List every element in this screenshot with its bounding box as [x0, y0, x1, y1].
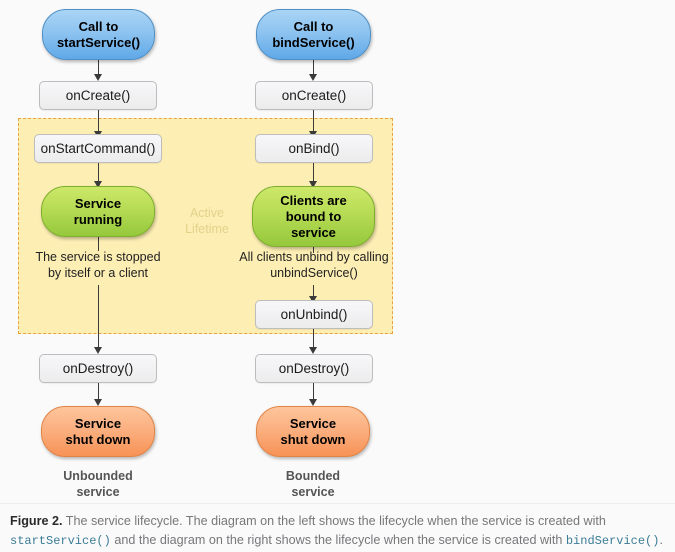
- right-on-create-label: onCreate(): [281, 88, 347, 103]
- left-stop-note: The service is stopped by itself or a cl…: [18, 249, 178, 281]
- connector-left-4a: [98, 237, 100, 251]
- left-on-start-command-label: onStartCommand(): [40, 141, 156, 156]
- right-on-bind-label: onBind(): [288, 141, 340, 156]
- active-lifetime-line-1: Active: [189, 206, 225, 220]
- left-terminal-line-2: service: [76, 485, 120, 499]
- arrowhead-right-4: [309, 296, 317, 303]
- left-start-line-1: Call to: [78, 18, 119, 34]
- right-bound-line-2: bound to: [285, 208, 342, 224]
- left-shutdown-line-2: shut down: [65, 431, 131, 447]
- figure-text-2: and the diagram on the right shows the l…: [114, 533, 563, 547]
- left-running-line-2: running: [73, 211, 123, 227]
- right-shutdown-line-1: Service: [289, 415, 337, 431]
- right-start-line-2: bindService(): [272, 34, 355, 50]
- left-stop-note-line-1: The service is stopped: [35, 250, 161, 264]
- left-start-node: Call to startService(): [42, 9, 155, 60]
- left-on-destroy-node: onDestroy(): [39, 354, 157, 383]
- arrowhead-left-3: [94, 181, 102, 188]
- figure-text-3: .: [659, 533, 663, 547]
- left-service-shutdown-node: Service shut down: [41, 406, 155, 457]
- left-service-running-node: Service running: [41, 186, 155, 237]
- connector-left-3: [98, 163, 100, 183]
- connector-left-2: [98, 110, 100, 133]
- connector-left-4b: [98, 285, 100, 349]
- connector-left-5: [98, 383, 100, 401]
- arrowhead-left-4: [94, 347, 102, 354]
- arrowhead-right-6: [309, 399, 317, 406]
- figure-caption: Figure 2. The service lifecycle. The dia…: [0, 503, 675, 552]
- left-on-start-command-node: onStartCommand(): [34, 134, 162, 163]
- active-lifetime-label: Active Lifetime: [172, 205, 242, 237]
- right-bound-line-1: Clients are: [280, 192, 347, 208]
- connector-right-4a: [313, 247, 315, 253]
- arrowhead-right-3: [309, 181, 317, 188]
- right-start-line-1: Call to: [293, 18, 334, 34]
- arrowhead-right-5: [309, 347, 317, 354]
- connector-right-2: [313, 110, 315, 133]
- right-service-shutdown-node: Service shut down: [256, 406, 370, 457]
- left-on-destroy-label: onDestroy(): [62, 361, 134, 376]
- left-on-create-label: onCreate(): [65, 88, 131, 103]
- arrowhead-left-1: [94, 74, 102, 81]
- active-lifetime-line-2: Lifetime: [185, 222, 229, 236]
- right-on-unbind-label: onUnbind(): [280, 307, 348, 322]
- left-on-create-node: onCreate(): [39, 81, 157, 110]
- right-on-bind-node: onBind(): [255, 134, 373, 163]
- connector-right-5: [313, 329, 315, 349]
- left-stop-note-line-2: by itself or a client: [47, 266, 149, 280]
- service-lifecycle-diagram: Active Lifetime Call to startService() o…: [18, 9, 400, 500]
- connector-right-6: [313, 383, 315, 401]
- arrowhead-right-1: [309, 74, 317, 81]
- left-terminal-label: Unbounded service: [38, 468, 158, 500]
- right-on-create-node: onCreate(): [255, 81, 373, 110]
- right-on-destroy-node: onDestroy(): [255, 354, 373, 383]
- figure-code-bind-service: bindService(): [565, 534, 660, 548]
- connector-right-3: [313, 163, 315, 183]
- figure-text-1: The service lifecycle. The diagram on th…: [65, 514, 606, 528]
- figure-code-start-service: startService(): [10, 534, 111, 548]
- right-clients-bound-node: Clients are bound to service: [252, 186, 375, 247]
- right-terminal-line-1: Bounded: [285, 469, 341, 483]
- figure-number: Figure 2.: [10, 514, 63, 528]
- right-unbind-note: All clients unbind by calling unbindServ…: [228, 249, 400, 281]
- connector-right-4b: [313, 285, 315, 298]
- left-shutdown-line-1: Service: [74, 415, 122, 431]
- left-terminal-line-1: Unbounded: [63, 469, 133, 483]
- right-shutdown-line-2: shut down: [280, 431, 346, 447]
- right-on-destroy-label: onDestroy(): [278, 361, 350, 376]
- right-on-unbind-node: onUnbind(): [255, 300, 373, 329]
- left-start-line-2: startService(): [56, 34, 141, 50]
- connector-left-1: [98, 60, 100, 76]
- left-running-line-1: Service: [74, 195, 122, 211]
- right-terminal-line-2: service: [291, 485, 335, 499]
- right-bound-line-3: service: [291, 224, 336, 240]
- connector-right-1: [313, 60, 315, 76]
- right-unbind-note-line-1: All clients unbind by calling: [239, 250, 389, 264]
- right-terminal-label: Bounded service: [253, 468, 373, 500]
- arrowhead-left-5: [94, 399, 102, 406]
- right-start-node: Call to bindService(): [256, 9, 371, 60]
- right-unbind-note-line-2: unbindService(): [270, 266, 358, 280]
